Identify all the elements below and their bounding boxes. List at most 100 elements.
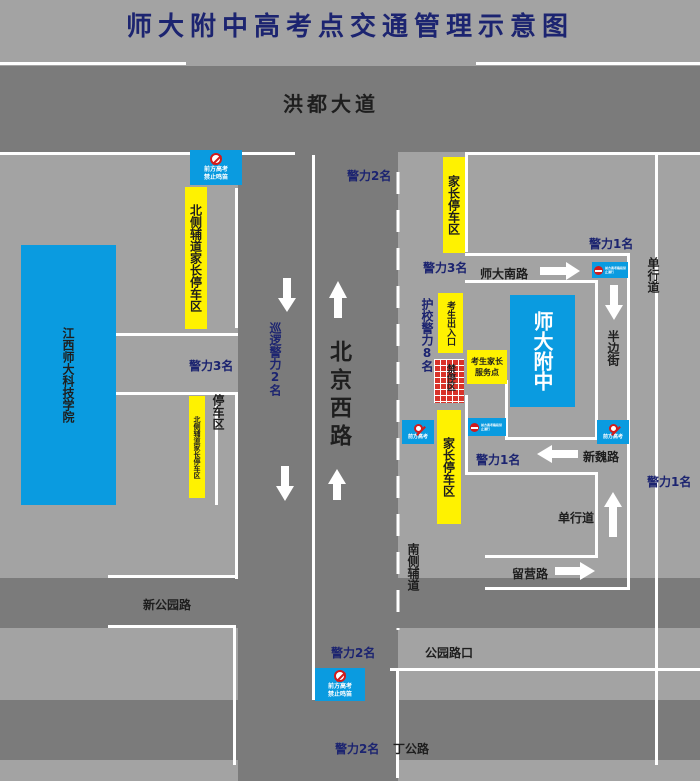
lane-line (108, 625, 236, 628)
no-horn-text: 前方高考 (203, 166, 228, 173)
no-horn-icon (210, 153, 222, 165)
lane-line (116, 333, 238, 336)
north-side-parking-zone: 北侧辅道家长停车区 (185, 187, 207, 329)
police-label: 警力2名 (331, 646, 376, 660)
one-way-top-label: 单行道 (646, 257, 660, 293)
exam-entrance-zone: 考生出入口 (438, 293, 463, 353)
north-side-parking-zone-small: 北侧辅道家长停车区 (189, 396, 205, 498)
patrol-police-label: 巡逻警力2名 (268, 322, 282, 396)
police-label: 警力2名 (347, 169, 392, 183)
parent-service-zone: 考生家长服务点 (467, 350, 507, 384)
parent-parking-bottom-label: 家长停车区 (441, 437, 456, 497)
lane-line (465, 152, 700, 155)
arrow-icon (329, 281, 347, 318)
lane-line (505, 380, 508, 440)
banbian-street-label: 半边街 (606, 330, 620, 366)
no-horn-icon (413, 424, 423, 433)
lane-line (390, 668, 700, 671)
lane-line (465, 280, 595, 283)
no-horn-text: 禁止鸣笛 (327, 691, 352, 698)
lane-line (240, 152, 295, 155)
parent-parking-zone-top: 家长停车区 (443, 157, 465, 253)
shida-fuzhong-label: 师大附中 (530, 311, 554, 391)
lane-line (465, 253, 630, 256)
parking-area-label: 停车区 (211, 394, 225, 430)
lane-line (485, 587, 630, 590)
no-horn-sign: 前方高考 禁止鸣笛 (190, 150, 242, 185)
escort-police-label: 护校警力8名 (420, 298, 434, 372)
lane-line (233, 625, 236, 765)
arrow-icon (328, 469, 346, 500)
jiangxi-normal-campus: 江西师大科技学院 (21, 245, 116, 505)
exam-entrance-label: 考生出入口 (445, 300, 455, 346)
ding-road-label: 丁公路 (393, 742, 430, 756)
lane-line (655, 155, 658, 765)
no-entry-text: 前方高考路段禁止通行 (481, 423, 503, 431)
ding-road (0, 700, 700, 760)
one-way-mid-label: 单行道 (558, 511, 595, 525)
no-horn-text: 禁止鸣笛 (203, 174, 228, 181)
no-entry-icon (470, 422, 479, 432)
lane-line (505, 437, 598, 440)
no-horn-sign: 前方高考 (402, 420, 434, 444)
lane-line (215, 405, 218, 505)
shida-nan-road-label: 师大南路 (480, 267, 529, 281)
police-label: 警力1名 (476, 453, 521, 467)
no-horn-icon (334, 670, 346, 682)
no-horn-text: 前方高考 (407, 434, 428, 440)
parent-parking-zone-bottom: 家长停车区 (437, 410, 461, 524)
lane-line (476, 62, 700, 65)
south-side-road-label: 南侧辅道 (406, 543, 420, 591)
lane-line (465, 472, 595, 475)
no-entry-icon (594, 265, 603, 275)
lane-line (465, 152, 468, 252)
police-label: 警力3名 (189, 359, 234, 373)
hongdu-avenue (0, 66, 700, 152)
beijing-west-road-label: 北京西路 (326, 340, 351, 452)
liuying-road-label: 留营路 (512, 567, 549, 581)
no-parking-zone (434, 359, 464, 403)
arrow-icon (605, 285, 623, 320)
arrow-icon (276, 466, 294, 501)
police-label: 警力3名 (423, 261, 468, 275)
lane-line (108, 575, 236, 578)
no-parking-label: 禁停区 (445, 364, 455, 391)
lane-line (595, 280, 598, 440)
lane-line (0, 152, 190, 155)
police-label: 警力1名 (647, 475, 692, 489)
no-horn-sign: 前方高考 禁止鸣笛 (315, 668, 365, 701)
police-label: 警力2名 (335, 742, 380, 756)
no-entry-sign: 前方高考路段禁止通行 (468, 418, 506, 436)
no-horn-text: 前方高考 (602, 434, 623, 440)
lane-line (235, 188, 238, 328)
arrow-icon (537, 445, 578, 463)
no-entry-sign: 前方高考路段禁止通行 (592, 262, 628, 278)
parent-service-label: 考生家长服务点 (471, 357, 503, 377)
lane-line (0, 62, 186, 65)
no-horn-text: 前方高考 (327, 683, 352, 690)
lane-line (396, 668, 399, 778)
no-entry-text: 前方高考路段禁止通行 (605, 266, 627, 274)
hongdu-avenue-label: 洪都大道 (283, 92, 379, 116)
no-horn-sign: 前方高考 (597, 420, 629, 444)
jiangxi-normal-label: 江西师大科技学院 (61, 327, 75, 423)
xingongyuan-road-label: 新公园路 (143, 598, 192, 612)
lane-line (312, 155, 315, 700)
arrow-icon (540, 262, 580, 280)
arrow-icon (278, 278, 296, 312)
xinwei-road-label: 新魏路 (583, 450, 620, 464)
north-side-parking-label: 北侧辅道家长停车区 (188, 204, 203, 312)
lane-line (465, 395, 468, 475)
lane-line (235, 392, 238, 579)
police-label: 警力1名 (589, 237, 634, 251)
lane-line (595, 472, 598, 557)
gongyuan-junction-label: 公园路口 (425, 646, 474, 660)
map-title: 师大附中高考点交通管理示意图 (0, 0, 700, 48)
arrow-icon (604, 492, 622, 537)
parent-parking-top-label: 家长停车区 (446, 175, 461, 235)
shida-fuzhong-building: 师大附中 (510, 295, 575, 407)
lane-line (116, 392, 238, 395)
